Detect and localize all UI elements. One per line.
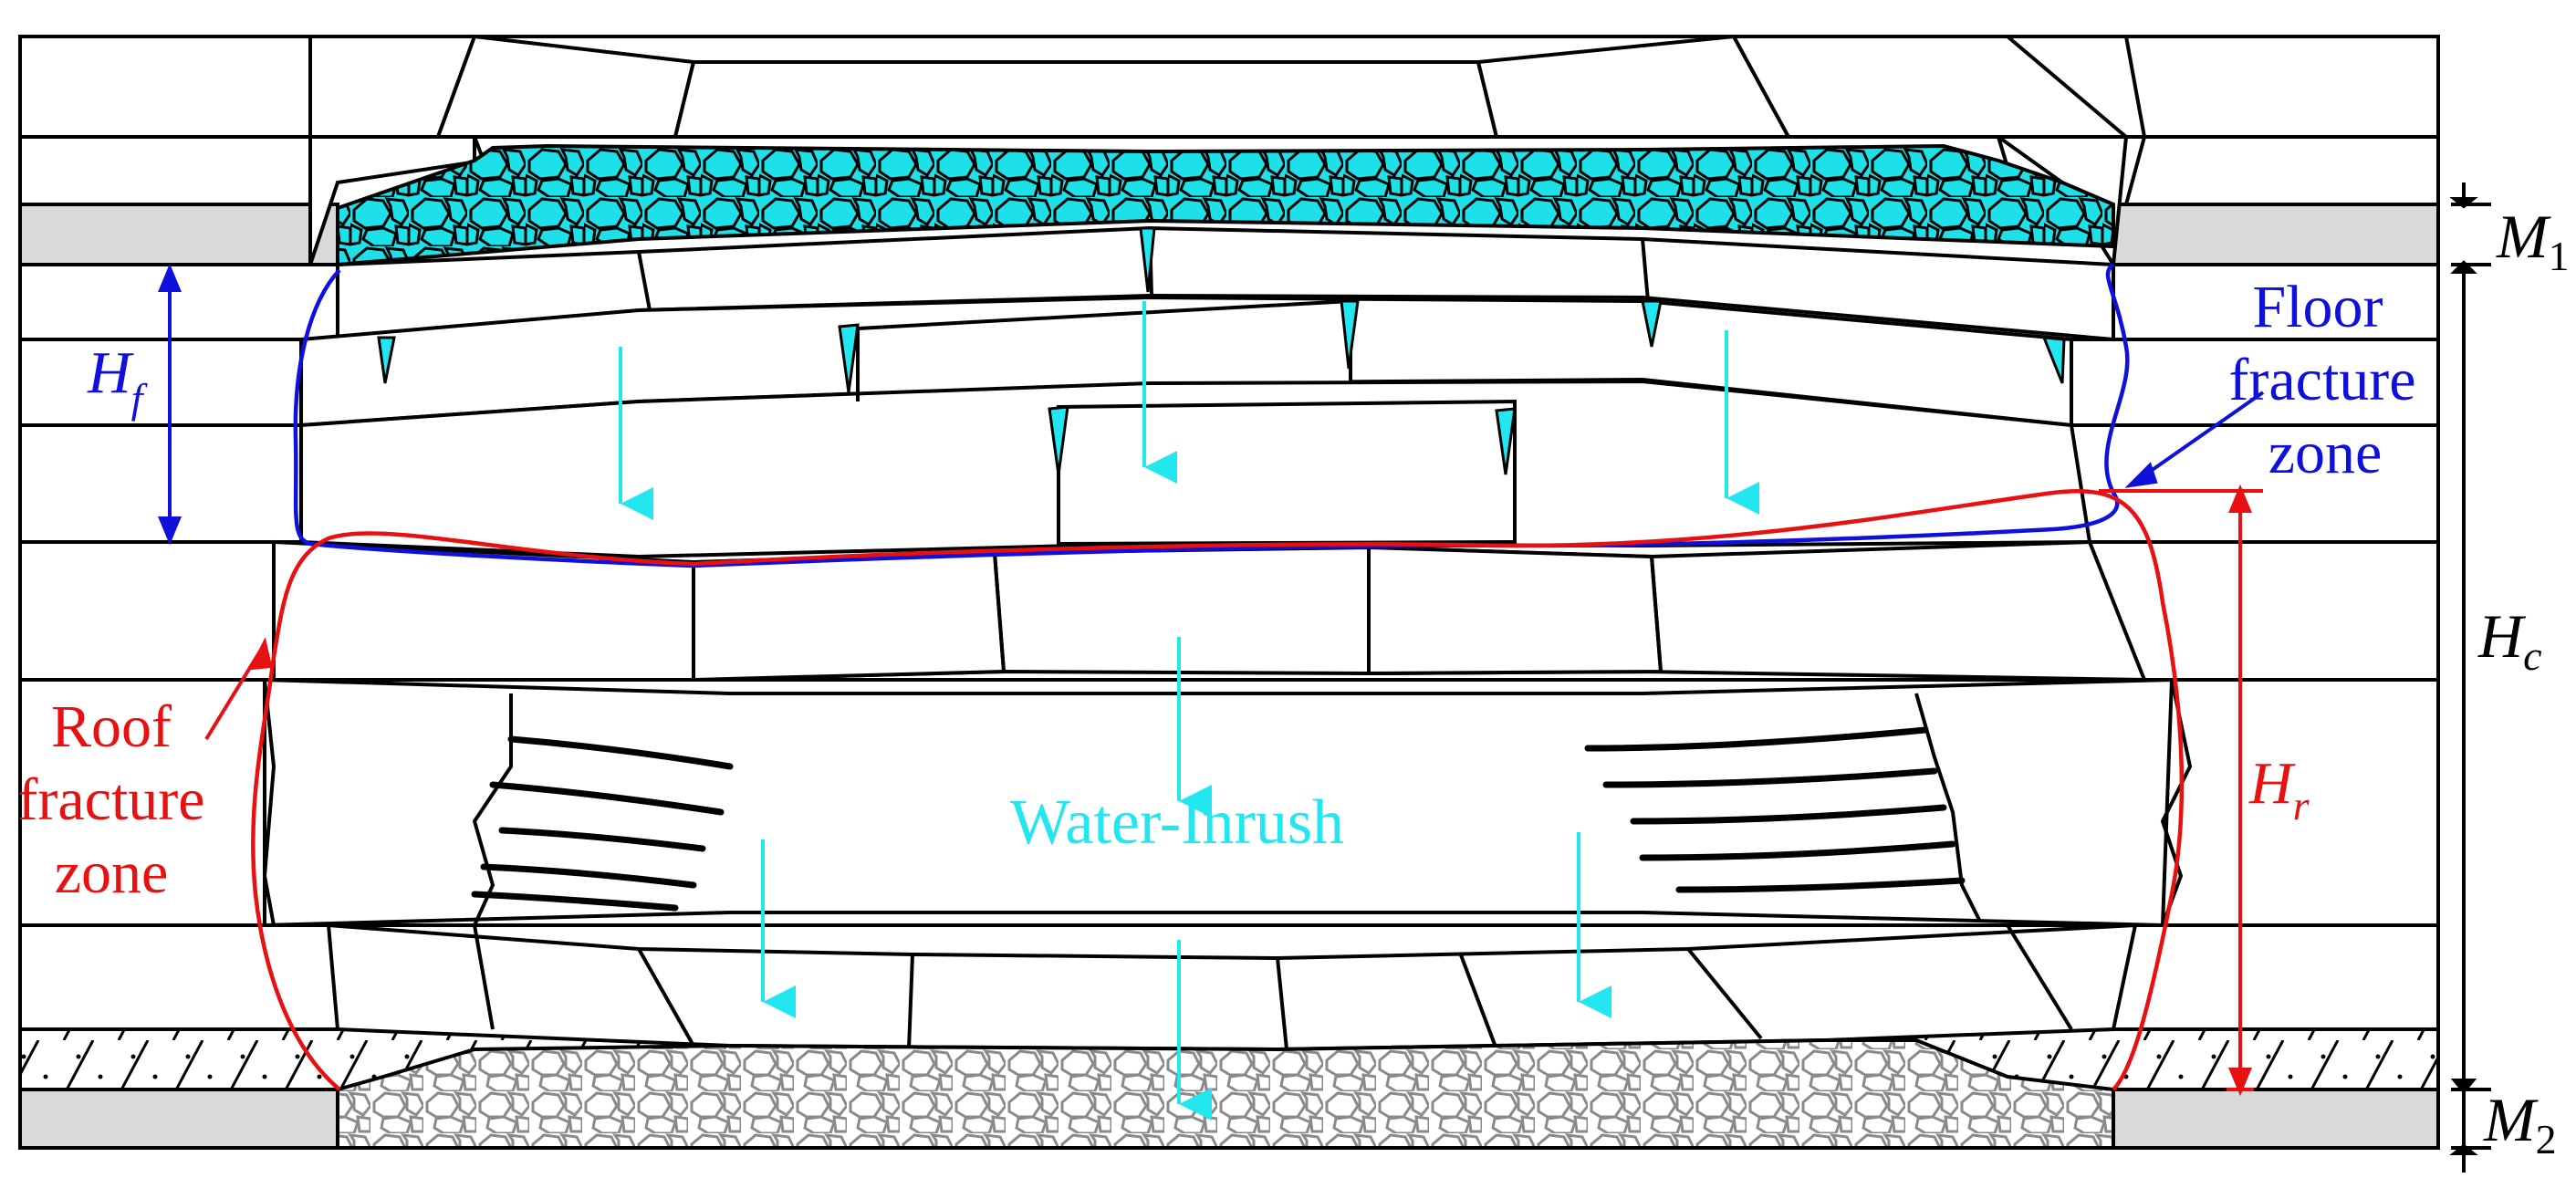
floor-fracture-label-3: zone [2268,420,2383,486]
hr-dimension [2099,484,2263,1097]
coal-seam-upper [18,203,2440,266]
upper-gob-cyan [336,143,2115,267]
hc-label: Hc [2477,601,2542,679]
floor-fracture-boundary [293,263,2130,568]
roof-label-leader [204,637,273,741]
right-dimensions [2449,182,2491,1173]
water-inrush-arrows [619,301,1759,1121]
roof-fracture-label-1: Roof [51,693,172,760]
floor-fracture-label-2: fracture [2228,347,2415,413]
floor-fracture-label-1: Floor [2252,274,2383,340]
water-crack-wedges [377,226,2066,475]
lower-gob-grey [336,1038,2115,1150]
m2-label: M2 [2483,1085,2557,1162]
horizontal-fissures [471,726,1966,912]
m1-label: M1 [2496,202,2570,279]
hr-label: Hr [2248,750,2310,829]
water-inrush-label: Water-Inrush [1010,787,1344,858]
roof-fracture-boundary [251,488,2185,1091]
fractured-blocks [263,34,2174,1052]
joint-cracks [308,36,2146,1050]
hf-dimension [158,263,182,546]
floor-label-leader [2124,391,2265,488]
roof-fracture-label-2: fracture [17,766,204,833]
coal-seam-lower [18,1088,2440,1150]
roof-fracture-label-3: zone [55,839,169,906]
rupture-edges [262,679,2193,926]
